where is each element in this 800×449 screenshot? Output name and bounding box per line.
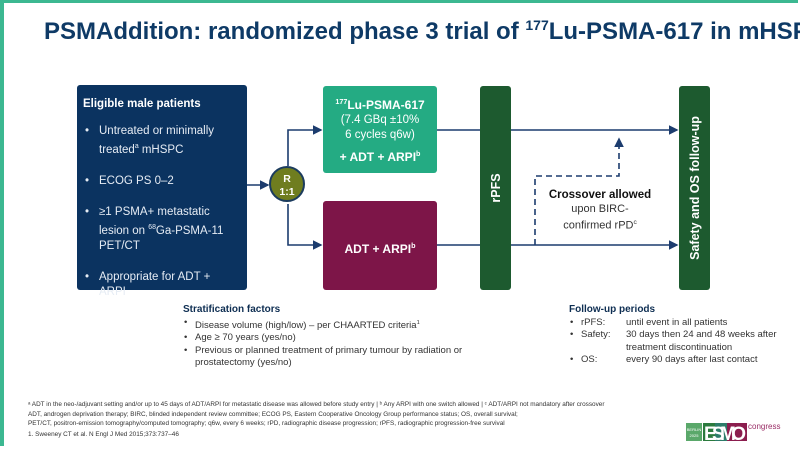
footnotes: ᵃ ADT in the neo-/adjuvant setting and/o… bbox=[28, 401, 605, 438]
followup-item: rPFS:until event in all patients bbox=[569, 317, 789, 330]
eligibility-item: Untreated or minimally treateda mHSPC bbox=[83, 124, 239, 158]
slide-title: PSMAddition: randomized phase 3 trial of… bbox=[44, 17, 800, 45]
stratification-heading: Stratification factors bbox=[183, 304, 281, 315]
esmo-congress-logo: BERLIN 2025 ESMO congress bbox=[686, 419, 786, 445]
eligibility-item: Appropriate for ADT + ARPI bbox=[83, 270, 239, 300]
followup-item: OS:every 90 days after last contact bbox=[569, 354, 789, 367]
crossover-dashed-arrow bbox=[534, 137, 624, 245]
esmo-logo-icon: BERLIN 2025 ESMO congress bbox=[686, 422, 780, 445]
followup-bar: Safety and OS follow-up bbox=[679, 86, 710, 290]
eligibility-heading: Eligible male patients bbox=[83, 98, 201, 110]
followup-heading: Follow-up periods bbox=[569, 304, 656, 315]
stratification-factors: Stratification factors Disease volume (h… bbox=[183, 304, 463, 370]
svg-text:BERLIN: BERLIN bbox=[687, 427, 702, 432]
arrow-to-arm-b bbox=[287, 204, 323, 250]
arm-adt-arpi-box: ADT + ARPIb bbox=[323, 201, 437, 290]
stratification-item: Previous or planned treatment of primary… bbox=[183, 345, 463, 370]
eligibility-box: Eligible male patients Untreated or mini… bbox=[77, 85, 247, 298]
arrow-to-arm-a bbox=[287, 125, 323, 166]
svg-text:ESMO: ESMO bbox=[704, 424, 746, 443]
title-superscript: 177 bbox=[525, 17, 549, 33]
stratification-item: Disease volume (high/low) – per CHAARTED… bbox=[183, 317, 463, 333]
eligibility-item: ≥1 PSMA+ metastatic lesion on 68Ga-PSMA-… bbox=[83, 205, 239, 254]
followup-periods: Follow-up periods rPFS:until event in al… bbox=[569, 304, 789, 367]
rpfs-bar: rPFS bbox=[480, 86, 511, 290]
followup-item: Safety:30 days then 24 and 48 weeks afte… bbox=[569, 329, 789, 354]
crossover-note: Crossover allowed upon BIRC- confirmed r… bbox=[548, 189, 652, 232]
arm-lu-psma-box: 177Lu-PSMA-617 (7.4 GBq ±10% 6 cycles q6… bbox=[323, 86, 437, 173]
svg-text:2025: 2025 bbox=[690, 433, 700, 438]
svg-text:congress: congress bbox=[748, 422, 780, 431]
eligibility-item: ECOG PS 0–2 bbox=[83, 174, 239, 189]
stratification-item: Age ≥ 70 years (yes/no) bbox=[183, 332, 463, 345]
